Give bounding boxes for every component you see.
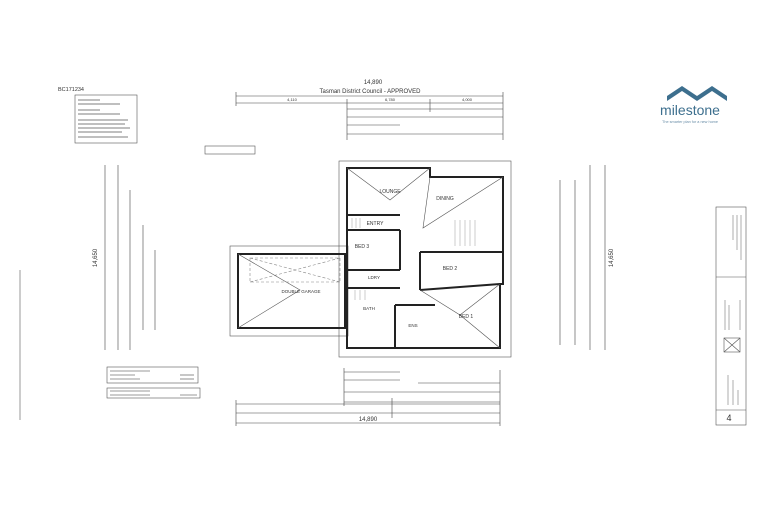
notes-box [74,94,138,144]
top-dimensions: 14,890 Tasman District Council - APPROVE… [235,80,504,140]
note-callout [204,145,256,155]
house-plan [229,160,512,358]
svg-text:4,000: 4,000 [462,97,473,102]
room-bed-1: BED 1 [459,314,474,320]
room-labels: LOUNGE DINING ENTRY BED 3 BED 2 BED 1 LD… [281,189,473,328]
overall-depth-left: 14,650 [93,248,99,267]
title-block: 4 [715,206,747,426]
logo-name: milestone [660,102,720,118]
logo-mark-icon [667,86,727,101]
room-lounge: LOUNGE [379,189,401,195]
right-dimensions: 14,650 [559,165,615,350]
overall-width-bottom: 14,890 [359,417,378,423]
svg-text:4,110: 4,110 [287,97,297,102]
room-garage: DOUBLE GARAGE [281,289,320,294]
room-laundry: LDRY [368,275,380,280]
room-bed-2: BED 2 [443,266,458,272]
left-dimensions: 14,650 [93,165,156,350]
logo-tagline: The smarter plan for a new home [662,120,718,124]
area-tables [106,366,201,399]
room-entry: ENTRY [367,221,385,227]
page-number: 4 [726,413,731,423]
room-dining: DINING [436,196,454,202]
svg-text:6,780: 6,780 [385,97,396,102]
bottom-dimensions: 14,890 [235,368,501,426]
overall-depth-right: 14,650 [609,248,615,267]
overall-width-top: 14,890 [364,80,383,86]
approval-stamp: Tasman District Council - APPROVED [319,89,421,95]
room-bed-3: BED 3 [355,244,370,250]
room-ensuite: ENS [408,323,417,328]
milestone-logo: milestone The smarter plan for a new hom… [660,86,727,124]
room-bath: BATH [363,306,375,311]
drawing-reference: BC171234 [58,87,84,93]
